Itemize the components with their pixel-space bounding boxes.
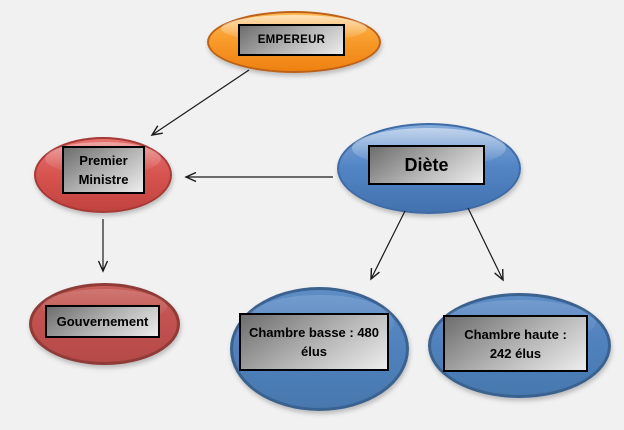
label-premier-ministre: Premier Ministre (62, 146, 145, 194)
label-diete: Diète (368, 145, 485, 185)
label-text-line1: Chambre haute : (464, 326, 567, 342)
label-gouvernement: Gouvernement (45, 305, 160, 338)
label-text-line2: 242 élus (489, 345, 542, 361)
label-chambre-haute: Chambre haute : 242 élus (443, 315, 588, 372)
label-chambre-basse: Chambre basse : 480 élus (239, 313, 389, 371)
label-text-line1: Chambre basse : 480 (248, 325, 380, 340)
arrow-diete-to-chambre-basse (370, 210, 406, 281)
label-text: Gouvernement (56, 314, 149, 329)
label-text: EMPEREUR (257, 34, 326, 46)
arrow-empereur-to-premier-ministre (150, 69, 250, 136)
label-text: Diète (404, 154, 449, 175)
label-empereur: EMPEREUR (238, 24, 345, 56)
label-text-line2: élus (300, 344, 327, 359)
arrow-diete-to-chambre-haute (467, 207, 504, 282)
label-text-line1: Premier (79, 153, 128, 168)
label-text-line2: Ministre (78, 172, 129, 187)
